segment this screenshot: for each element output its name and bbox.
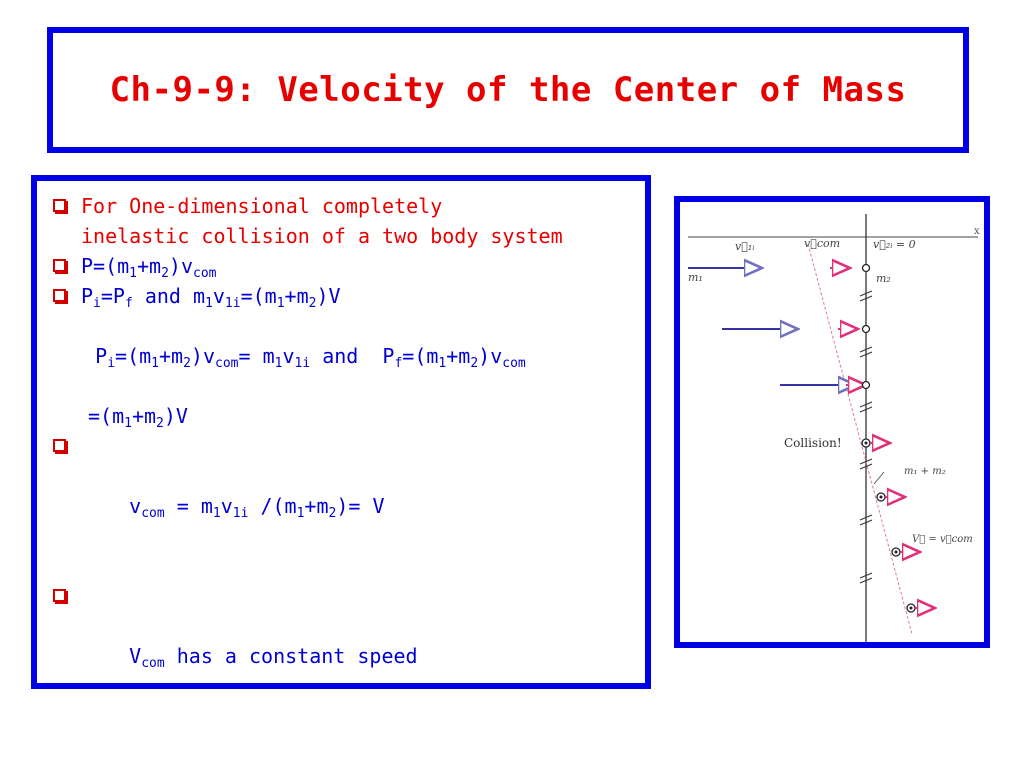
title-box: Ch-9-9: Velocity of the Center of Mass bbox=[47, 27, 969, 153]
bullet-icon bbox=[53, 259, 66, 272]
v1i-label: v⃗₁ᵢ bbox=[735, 240, 754, 253]
com-trajectory bbox=[807, 243, 913, 635]
combined-mass-label: m₁ + m₂ bbox=[904, 466, 946, 477]
bullet-icon bbox=[53, 289, 66, 302]
m2-label: m₂ bbox=[876, 272, 891, 285]
bullet-3: Pi=Pf and m1v1i=(m1+m2)V bbox=[47, 281, 631, 311]
collision-figure-box: x v⃗₁ᵢ v⃗com v⃗₂ᵢ = 0 m₁ m₂ bbox=[674, 196, 990, 648]
bullet-icon bbox=[53, 199, 66, 212]
bullet-1: For One-dimensional completely bbox=[47, 191, 631, 221]
bullet-icon bbox=[53, 439, 66, 452]
m1-label: m₁ bbox=[688, 271, 703, 284]
equation-line-continued: =(m1+m2)V bbox=[88, 404, 188, 431]
bullet-1-continued: inelastic collision of a two body system bbox=[81, 224, 563, 248]
collision-diagram: x v⃗₁ᵢ v⃗com v⃗₂ᵢ = 0 m₁ m₂ bbox=[688, 214, 980, 642]
m2-particle bbox=[861, 324, 871, 334]
bullet-4: vcom = m1v1i /(m1+m2)= V bbox=[47, 431, 631, 551]
m2-particle bbox=[861, 263, 871, 273]
x-axis-label: x bbox=[974, 226, 980, 237]
equation-line: Pi=(m1+m2)vcom= m1v1i and Pf=(m1+m2)vcom bbox=[95, 344, 526, 371]
slide-title: Ch-9-9: Velocity of the Center of Mass bbox=[109, 70, 907, 110]
final-velocity-label: V⃗ = v⃗com bbox=[912, 534, 973, 545]
m2-particle bbox=[861, 380, 871, 390]
vcom-label: v⃗com bbox=[804, 237, 840, 250]
collision-label: Collision! bbox=[784, 436, 842, 450]
break-marks bbox=[859, 290, 873, 584]
v2i-label: v⃗₂ᵢ = 0 bbox=[873, 238, 916, 251]
bullet-icon bbox=[53, 589, 66, 602]
bullet-5: Vcom has a constant speed bbox=[47, 581, 631, 701]
content-box: For One-dimensional completely inelastic… bbox=[31, 175, 651, 689]
bullet-2: P=(m1+m2)vcom bbox=[47, 251, 631, 281]
